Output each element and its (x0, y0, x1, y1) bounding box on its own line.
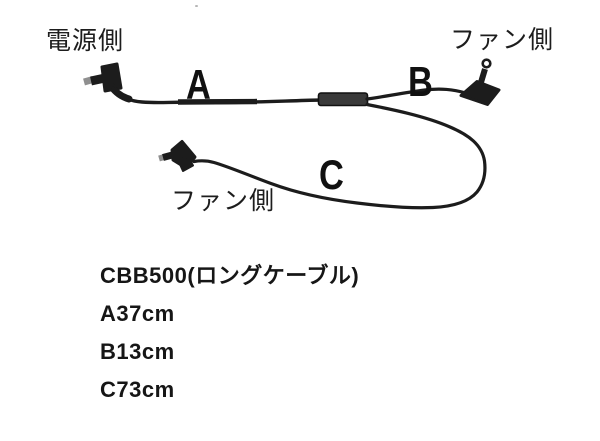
fan-plug-top-ring (481, 58, 492, 69)
power-side-label: 電源側 (46, 27, 125, 55)
fan-side-label-mid: ファン側 (171, 187, 276, 215)
fan-side-label-top: ファン側 (450, 26, 555, 54)
length-b-text: B13cm (100, 339, 175, 364)
cable-segment-c (192, 102, 487, 210)
scan-artifact-dot (195, 5, 198, 7)
segment-a-label: A (186, 61, 211, 108)
fan-plug-mid-icon (158, 140, 197, 172)
segment-c-label: C (319, 151, 344, 198)
length-a-text: A37cm (100, 301, 175, 326)
cable-splitter (317, 92, 369, 107)
cable-segment-b (365, 87, 468, 101)
fan-plug-mid-boot (177, 156, 194, 172)
power-plug-body (100, 62, 123, 93)
segment-b-label: B (408, 58, 433, 105)
model-name-text: CBB500(ロングケーブル) (100, 263, 360, 288)
length-c-text: C73cm (100, 377, 175, 402)
fan-plug-top-body (459, 80, 501, 106)
power-plug-icon (83, 62, 133, 103)
fan-plug-top-icon (459, 58, 501, 106)
fan-plug-top-barrel (477, 68, 488, 85)
cable-a-sleeve (177, 98, 258, 105)
